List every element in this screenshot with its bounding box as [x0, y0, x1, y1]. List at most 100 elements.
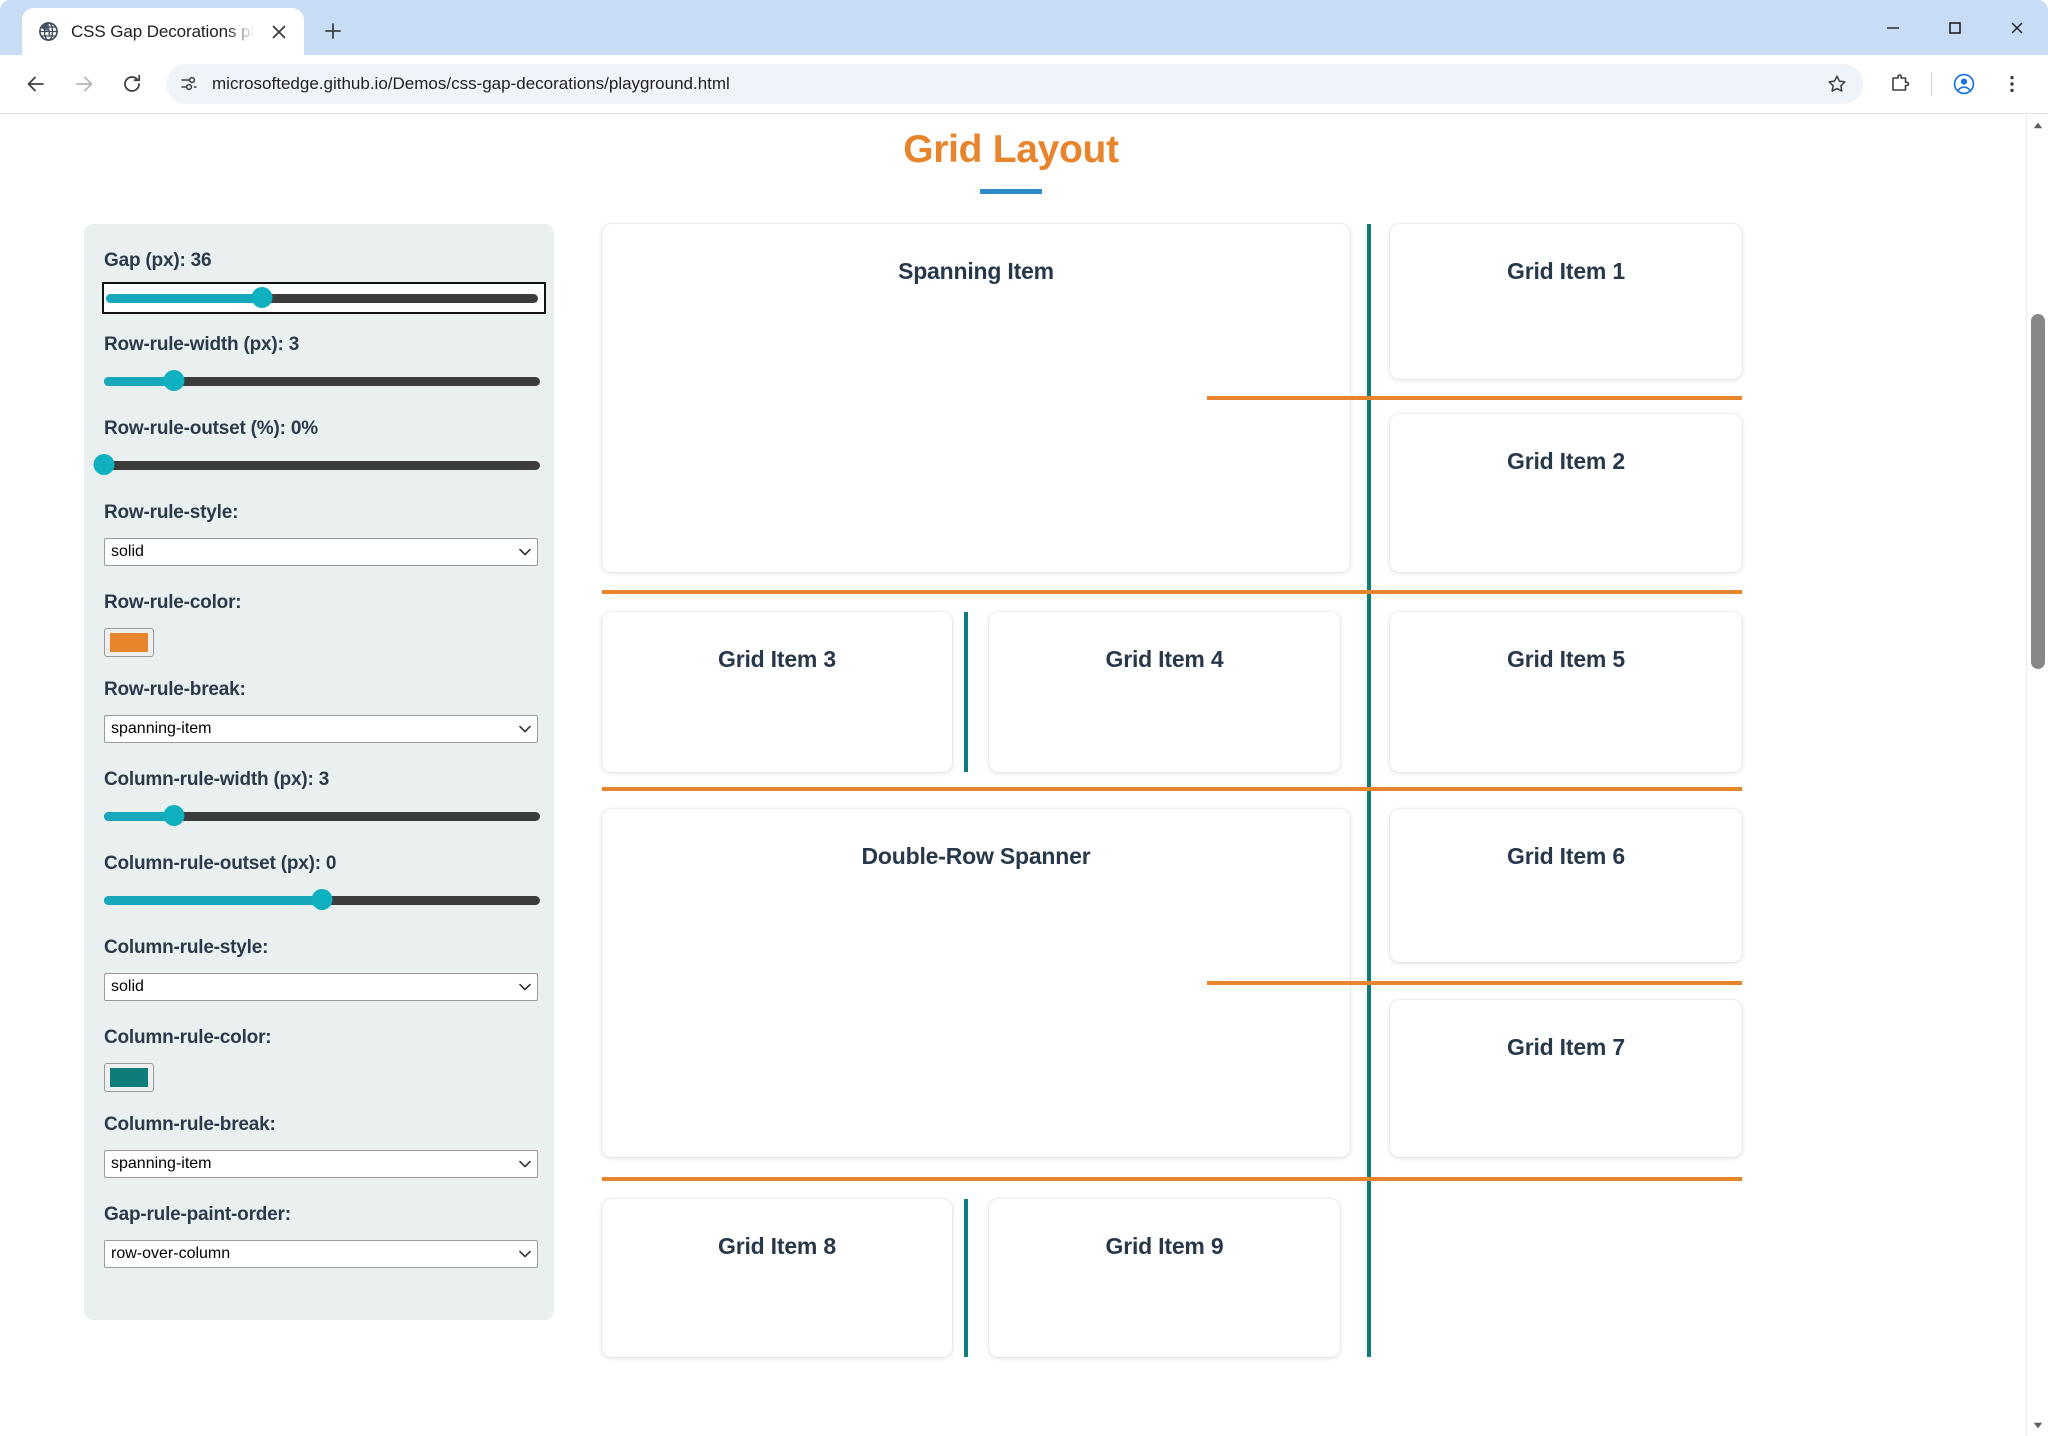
grid-item-label: Grid Item 7 — [1507, 1034, 1625, 1060]
color-picker-column-rule-color[interactable] — [104, 1063, 154, 1092]
select-value-column-rule-style: solid — [111, 978, 144, 995]
slider-thumb[interactable] — [163, 370, 185, 391]
extensions-icon[interactable] — [1877, 62, 1921, 106]
select-gap-rule-paint-order[interactable]: row-over-column — [104, 1240, 538, 1268]
control-label-row-rule-outset: Row-rule-outset (%): 0% — [104, 418, 318, 439]
page-title: Grid Layout — [903, 128, 1119, 171]
tab-strip: CSS Gap Decorations playground — [0, 0, 2048, 55]
row-rule — [602, 590, 1742, 594]
control-label-row-rule-break: Row-rule-break: — [104, 679, 246, 700]
browser-tab[interactable]: CSS Gap Decorations playground — [22, 8, 304, 55]
select-value-row-rule-style: solid — [111, 543, 144, 560]
reload-button[interactable] — [110, 62, 154, 106]
select-value-row-rule-break: spanning-item — [111, 720, 212, 737]
slider-thumb[interactable] — [163, 805, 185, 826]
control-column-rule-break: Column-rule-break:spanning-item — [104, 1114, 538, 1178]
url-text[interactable]: microsoftedge.github.io/Demos/css-gap-de… — [212, 74, 730, 93]
back-button[interactable] — [14, 62, 58, 106]
select-column-rule-style[interactable]: solid — [104, 973, 538, 1001]
control-label-row-rule-color: Row-rule-color: — [104, 592, 242, 613]
slider-column-rule-width[interactable] — [104, 805, 540, 827]
control-row-rule-width: Row-rule-width (px): 3 — [104, 334, 540, 392]
chevron-down-icon — [519, 1245, 531, 1263]
site-info-icon[interactable] — [172, 67, 206, 101]
control-column-rule-width: Column-rule-width (px): 3 — [104, 769, 540, 827]
scroll-up-arrow-icon[interactable] — [2027, 114, 2048, 136]
chevron-down-icon — [519, 720, 531, 738]
slider-track[interactable] — [104, 377, 540, 386]
grid-item: Grid Item 3 — [602, 612, 952, 772]
grid-item: Grid Item 9 — [989, 1199, 1340, 1357]
control-column-rule-color: Column-rule-color: — [104, 1027, 532, 1092]
grid-item: Grid Item 8 — [602, 1199, 952, 1357]
slider-fill — [104, 377, 174, 386]
color-picker-row-rule-color[interactable] — [104, 628, 154, 657]
browser-toolbar: microsoftedge.github.io/Demos/css-gap-de… — [0, 55, 2048, 113]
row-rule — [602, 787, 1742, 791]
row-rule — [602, 1177, 1742, 1181]
slider-fill — [104, 812, 174, 821]
slider-thumb[interactable] — [311, 889, 333, 910]
control-gap-rule-paint-order: Gap-rule-paint-order: row-over-column — [104, 1204, 538, 1268]
slider-track[interactable] — [104, 461, 540, 470]
control-label-gap-rule-paint-order: Gap-rule-paint-order: — [104, 1204, 291, 1225]
slider-fill — [104, 896, 322, 905]
select-column-rule-break[interactable]: spanning-item — [104, 1150, 538, 1178]
row-rule — [1207, 396, 1742, 400]
address-bar[interactable]: microsoftedge.github.io/Demos/css-gap-de… — [166, 64, 1863, 104]
scroll-down-arrow-icon[interactable] — [2027, 1414, 2048, 1436]
new-tab-button[interactable] — [314, 12, 352, 50]
grid-item: Grid Item 6 — [1390, 809, 1742, 962]
page-scrollbar[interactable] — [2026, 114, 2048, 1436]
control-label-column-rule-width: Column-rule-width (px): 3 — [104, 769, 330, 790]
tab-title: CSS Gap Decorations playground — [71, 21, 254, 41]
grid-item-label: Grid Item 1 — [1507, 258, 1625, 284]
slider-thumb[interactable] — [93, 454, 115, 475]
slider-thumb[interactable] — [251, 287, 273, 308]
slider-track[interactable] — [106, 294, 538, 303]
browser-menu-icon[interactable] — [1990, 62, 2034, 106]
select-value-gap-rule-paint-order: row-over-column — [111, 1245, 231, 1262]
column-rule — [964, 612, 968, 772]
control-row-rule-color: Row-rule-color: — [104, 592, 532, 657]
slider-gap[interactable] — [102, 282, 546, 314]
slider-row-rule-outset[interactable] — [93, 454, 540, 476]
control-row-rule-style: Row-rule-style: solid — [104, 502, 538, 566]
slider-fill — [106, 294, 264, 303]
grid-item-label: Grid Item 4 — [1105, 646, 1224, 672]
minimize-button[interactable] — [1862, 0, 1924, 55]
slider-column-rule-outset[interactable] — [104, 889, 540, 911]
select-row-rule-break[interactable]: spanning-item — [104, 715, 538, 743]
globe-icon — [38, 21, 59, 42]
grid-item-label: Grid Item 5 — [1507, 646, 1625, 672]
grid-item: Grid Item 2 — [1390, 414, 1742, 572]
color-swatch-column-rule-color — [110, 1068, 148, 1087]
grid-item: Grid Item 4 — [989, 612, 1340, 772]
control-row-rule-outset: Row-rule-outset (%): 0% — [93, 418, 540, 476]
column-rule — [1367, 224, 1371, 590]
control-column-rule-style: Column-rule-style:solid — [104, 937, 538, 1001]
bookmark-star-icon[interactable] — [1819, 66, 1855, 102]
control-column-rule-outset: Column-rule-outset (px): 0 — [104, 853, 540, 911]
maximize-button[interactable] — [1924, 0, 1986, 55]
slider-row-rule-width[interactable] — [104, 370, 540, 392]
grid-item: Grid Item 1 — [1390, 224, 1742, 379]
scrollbar-thumb[interactable] — [2031, 314, 2045, 669]
close-tab-icon[interactable] — [266, 19, 292, 45]
control-label-row-rule-style: Row-rule-style: — [104, 502, 239, 523]
column-rule — [964, 1199, 968, 1357]
select-value-column-rule-break: spanning-item — [111, 1155, 212, 1172]
window-controls — [1862, 0, 2048, 55]
column-rule — [1367, 1181, 1371, 1357]
profile-icon[interactable] — [1942, 62, 1986, 106]
forward-button[interactable] — [62, 62, 106, 106]
select-row-rule-style[interactable]: solid — [104, 538, 538, 566]
grid-item-label: Double-Row Spanner — [861, 843, 1091, 869]
slider-track[interactable] — [104, 812, 540, 821]
grid-item-label: Grid Item 2 — [1507, 448, 1625, 474]
close-window-button[interactable] — [1986, 0, 2048, 55]
